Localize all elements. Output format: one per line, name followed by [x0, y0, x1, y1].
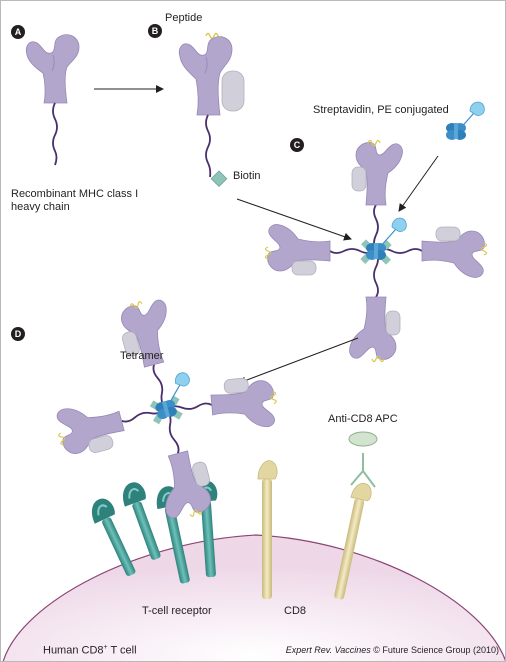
panel-b-mhc-peptide-complex	[178, 32, 245, 188]
arrow-c-to-d	[238, 337, 359, 385]
streptavidin-pe-free	[446, 101, 485, 140]
anti-cd8-label: Anti-CD8 APC	[328, 413, 398, 425]
streptavidin-label: Streptavidin, PE conjugated	[313, 104, 449, 116]
panel-c-tetramer	[264, 139, 488, 363]
panel-b-badge: B	[148, 24, 162, 38]
peptide-label: Peptide	[165, 12, 203, 24]
anti-cd8-apc	[348, 431, 378, 488]
tcr-label: T-cell receptor	[142, 605, 212, 617]
arrow-streptavidin-to-c	[398, 155, 439, 212]
panel-c-badge: C	[290, 138, 304, 152]
copyright-credit: Expert Rev. Vaccines © Future Science Gr…	[285, 645, 499, 655]
panel-d-tetramer	[56, 299, 277, 519]
mhc-heavy-chain-label-line2: heavy chain	[11, 201, 70, 213]
cd8-right	[334, 482, 372, 600]
panel-d-badge: D	[11, 327, 25, 341]
cd8-label: CD8	[284, 605, 307, 617]
panel-a-mhc-heavy-chain	[25, 34, 80, 166]
t-cell-label: Human CD8+ T cell	[43, 644, 137, 657]
mhc-heavy-chain-label-line1: Recombinant MHC class I	[11, 188, 139, 200]
panel-a-badge: A	[11, 25, 25, 39]
cd8-left	[257, 460, 278, 599]
arrow-b-to-c	[236, 198, 352, 241]
tetramer-label: Tetramer	[120, 350, 164, 362]
biotin-label: Biotin	[233, 170, 261, 182]
